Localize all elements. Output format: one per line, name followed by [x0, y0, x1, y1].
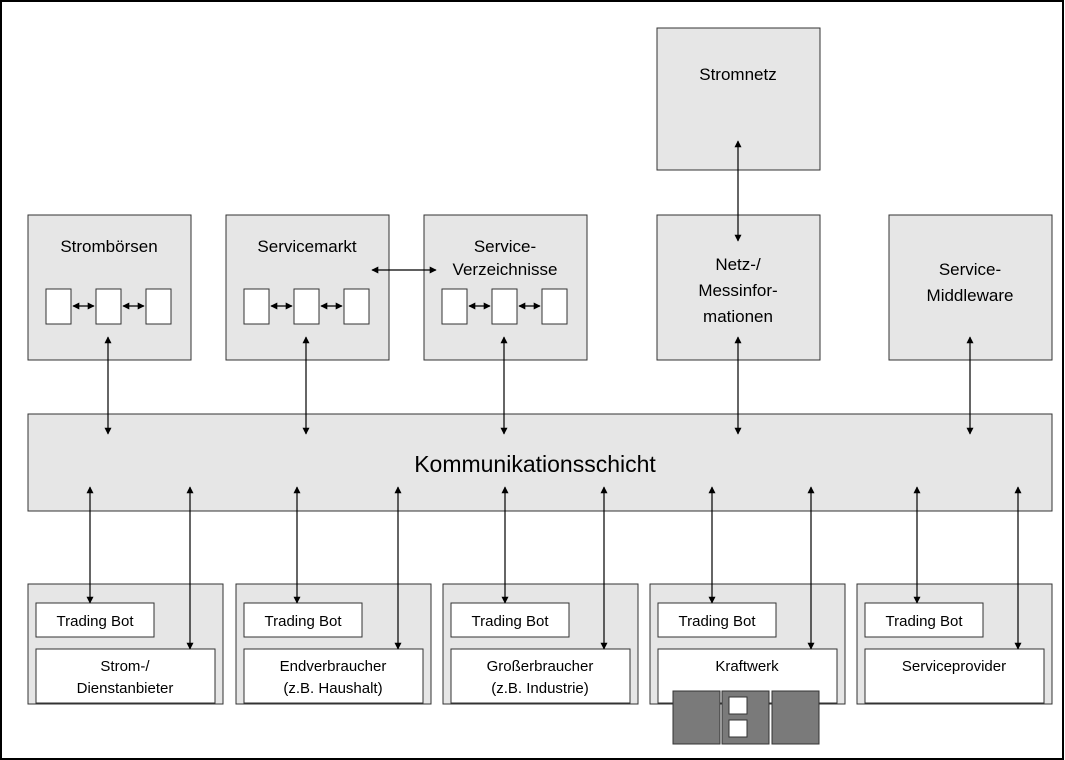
participant-label-1: Serviceprovider: [902, 658, 1006, 675]
trading-bot-label: Trading Bot: [472, 613, 550, 630]
participant-label-box: [243, 648, 424, 704]
market-slot: [145, 288, 172, 325]
netz-label-1: Netz-/: [715, 255, 761, 274]
market-slot: [293, 288, 320, 325]
netz-label-2: Messinfor-: [698, 281, 777, 300]
participant-label-2: Dienstanbieter: [77, 680, 174, 697]
trading-bot-box: [864, 602, 984, 638]
netz-messinformationen-box: Netz-/ Messinfor- mationen: [656, 214, 821, 361]
participant-label-1: Endverbraucher: [280, 658, 387, 675]
participant-label-1: Großerbraucher: [487, 658, 594, 675]
market-slot: [541, 288, 568, 325]
participant-label-box: [450, 648, 631, 704]
participant-strom-dienstanbieter: Trading Bot Strom-/ Dienstanbieter: [27, 583, 224, 705]
participant-label-2: (z.B. Haushalt): [283, 680, 382, 697]
trading-bot-box: [35, 602, 155, 638]
servicemarkt-label: Servicemarkt: [257, 237, 356, 256]
participant-label-2: (z.B. Industrie): [491, 680, 589, 697]
trading-bot-label: Trading Bot: [265, 613, 343, 630]
participant-kraftwerk: Trading Bot Kraftwerk: [649, 583, 846, 745]
kraftwerk-icon: [672, 690, 820, 745]
stromnetz-label: Stromnetz: [699, 65, 776, 84]
participant-label-box: [864, 648, 1045, 704]
kommunikationsschicht-layer: Kommunikationsschicht: [27, 413, 1053, 512]
trading-bot-box: [243, 602, 363, 638]
market-slot: [95, 288, 122, 325]
servicemarkt-box: Servicemarkt: [225, 214, 390, 361]
participant-serviceprovider: Trading Bot Serviceprovider: [856, 583, 1053, 705]
middleware-label-1: Service-: [939, 260, 1001, 279]
netz-label-3: mationen: [703, 307, 773, 326]
market-slot: [491, 288, 518, 325]
verzeichnisse-label-1: Service-: [474, 237, 536, 256]
participant-label-box: [35, 648, 216, 704]
participant-label-1: Kraftwerk: [715, 658, 779, 675]
participant-label-1: Strom-/: [100, 658, 150, 675]
trading-bot-label: Trading Bot: [886, 613, 964, 630]
verzeichnisse-label-2: Verzeichnisse: [453, 260, 558, 279]
stromboersen-box: Strombörsen: [27, 214, 192, 361]
service-verzeichnisse-box: Service- Verzeichnisse: [423, 214, 588, 361]
middleware-label-2: Middleware: [927, 286, 1014, 305]
kommunikationsschicht-label: Kommunikationsschicht: [414, 451, 656, 477]
trading-bot-box: [450, 602, 570, 638]
trading-bot-label: Trading Bot: [679, 613, 757, 630]
market-slot: [45, 288, 72, 325]
market-slot: [343, 288, 370, 325]
trading-bot-label: Trading Bot: [57, 613, 135, 630]
market-slot: [441, 288, 468, 325]
participant-endverbraucher: Trading Bot Endverbraucher (z.B. Haushal…: [235, 583, 432, 705]
participant-grosserbraucher: Trading Bot Großerbraucher (z.B. Industr…: [442, 583, 639, 705]
stromboersen-label: Strombörsen: [60, 237, 157, 256]
trading-bot-box: [657, 602, 777, 638]
market-slot: [243, 288, 270, 325]
